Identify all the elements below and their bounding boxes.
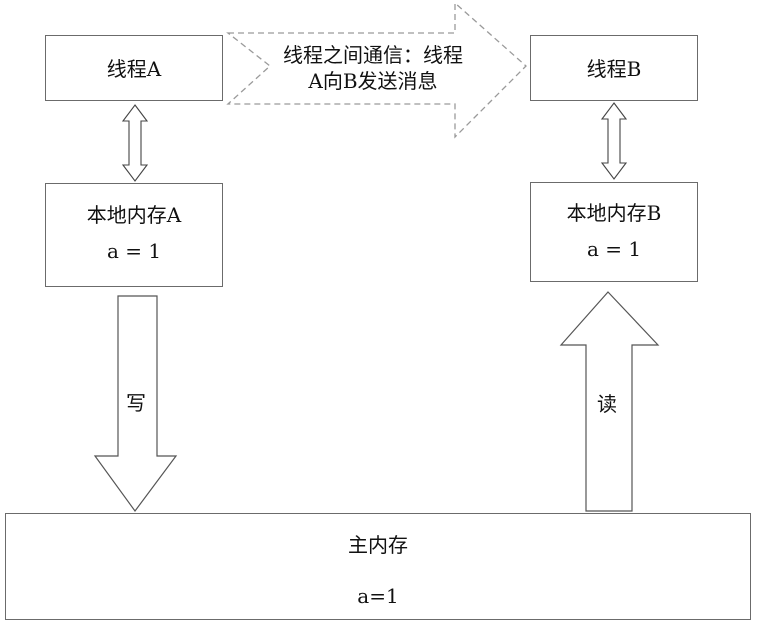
- message-arrow-shape: [226, 1, 527, 139]
- write-arrow-label: 写: [126, 391, 146, 415]
- thread-a-box: 线程A: [45, 35, 223, 101]
- local-memory-b-value: a = 1: [586, 237, 642, 261]
- thread-b-label: 线程B: [586, 57, 642, 81]
- local-memory-b-title: 本地内存B: [566, 201, 662, 225]
- local-memory-b-box: 本地内存B a = 1: [530, 182, 698, 282]
- thread-b-box: 线程B: [530, 35, 698, 101]
- local-memory-a-box: 本地内存A a = 1: [45, 183, 223, 287]
- message-line-2: A向B发送消息: [308, 69, 438, 93]
- write-arrow-shape: [93, 295, 178, 513]
- thread-a-label: 线程A: [106, 57, 162, 81]
- local-memory-a-title: 本地内存A: [86, 203, 182, 227]
- main-memory-box: 主内存 a=1: [5, 513, 751, 620]
- message-arrow-text: 线程之间通信：线程 A向B发送消息: [258, 43, 488, 93]
- read-arrow-label: 读: [597, 392, 617, 416]
- local-memory-a-value: a = 1: [106, 239, 162, 263]
- main-memory-value: a=1: [357, 584, 399, 608]
- read-arrow-shape: [559, 291, 660, 512]
- thread-a-double-arrow: [121, 104, 149, 182]
- message-line-1: 线程之间通信：线程: [283, 43, 463, 67]
- thread-b-double-arrow: [600, 102, 628, 180]
- main-memory-title: 主内存: [348, 533, 408, 557]
